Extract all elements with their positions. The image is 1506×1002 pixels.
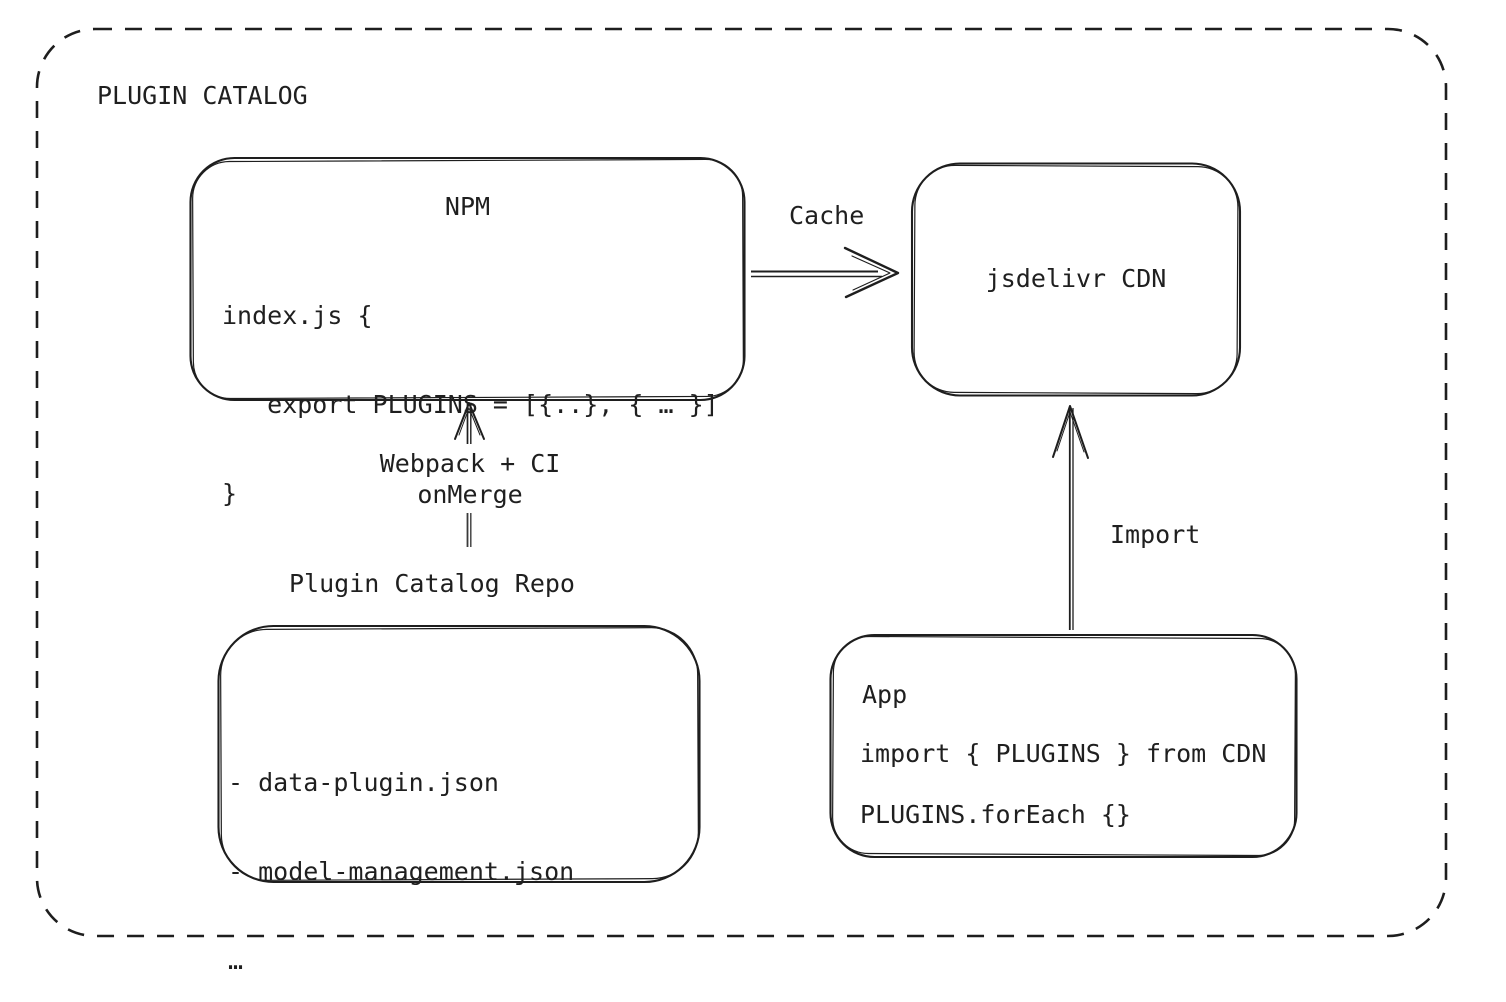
app-code-line: import { PLUGINS } from CDN (860, 739, 1267, 768)
repo-items: - data-plugin.json - model-management.js… (228, 710, 574, 1002)
npm-code-line: index.js { (222, 301, 373, 330)
import-arrow (1052, 405, 1089, 630)
npm-title: NPM (444, 192, 491, 221)
repo-item: - model-management.json (228, 857, 575, 886)
plugin-catalog-frame (35, 27, 1448, 938)
build-arrow-label-line1: Webpack + CI (379, 449, 561, 478)
cache-arrow (751, 246, 900, 299)
app-title: App (862, 680, 908, 709)
cache-arrow-label: Cache (789, 201, 865, 230)
build-arrow-tail (466, 513, 472, 547)
npm-code-line: export PLUGINS = [{..}, { … }] (222, 390, 719, 419)
build-arrow-label-line2: onMerge (417, 480, 523, 509)
npm-code: index.js { export PLUGINS = [{..}, { … }… (222, 243, 719, 566)
import-arrow-label: Import (1110, 520, 1201, 549)
frame-title: PLUGIN CATALOG (97, 81, 308, 110)
repo-label: Plugin Catalog Repo (289, 569, 575, 598)
app-box (829, 633, 1298, 859)
npm-box (189, 156, 746, 402)
repo-item: … (228, 946, 244, 975)
app-code-line: PLUGINS.forEach {} (860, 800, 1131, 829)
npm-code-line: } (222, 479, 238, 508)
jsdelivr-title: jsdelivr CDN (985, 264, 1167, 293)
repo-box (217, 624, 701, 884)
build-arrow (454, 402, 485, 444)
repo-item: - data-plugin.json (228, 768, 499, 797)
jsdelivr-box (910, 162, 1242, 397)
